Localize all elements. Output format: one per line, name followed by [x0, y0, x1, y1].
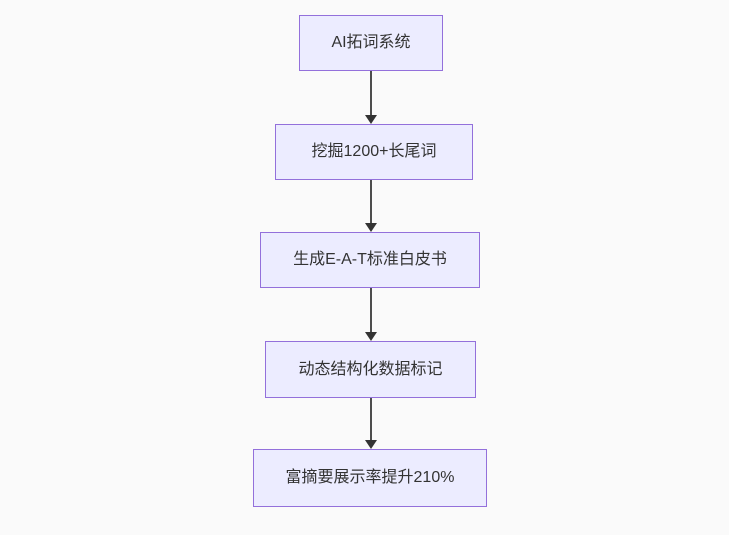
node-label: AI拓词系统 — [331, 34, 411, 52]
arrow-down-icon — [365, 440, 377, 449]
flowchart-node-ai-word-expansion-system: AI拓词系统 — [299, 15, 443, 71]
flowchart-node-rich-snippet-rate-increase: 富摘要展示率提升210% — [253, 449, 487, 507]
node-label: 富摘要展示率提升210% — [285, 469, 455, 487]
arrow-down-icon — [365, 223, 377, 232]
node-label: 挖掘1200+长尾词 — [311, 143, 437, 161]
arrow-down-icon — [365, 115, 377, 124]
node-label: 动态结构化数据标记 — [298, 360, 443, 378]
arrow-down-icon — [365, 332, 377, 341]
flowchart-node-generate-eat-whitepaper: 生成E-A-T标准白皮书 — [260, 232, 480, 288]
flowchart-node-dynamic-structured-data-markup: 动态结构化数据标记 — [265, 341, 476, 398]
flow-arrow-line — [370, 71, 372, 116]
flowchart-node-mine-longtail-keywords: 挖掘1200+长尾词 — [275, 124, 473, 180]
node-label: 生成E-A-T标准白皮书 — [293, 251, 447, 269]
flow-arrow-line — [370, 398, 372, 441]
flow-arrow-line — [370, 180, 372, 224]
flow-arrow-line — [370, 288, 372, 333]
